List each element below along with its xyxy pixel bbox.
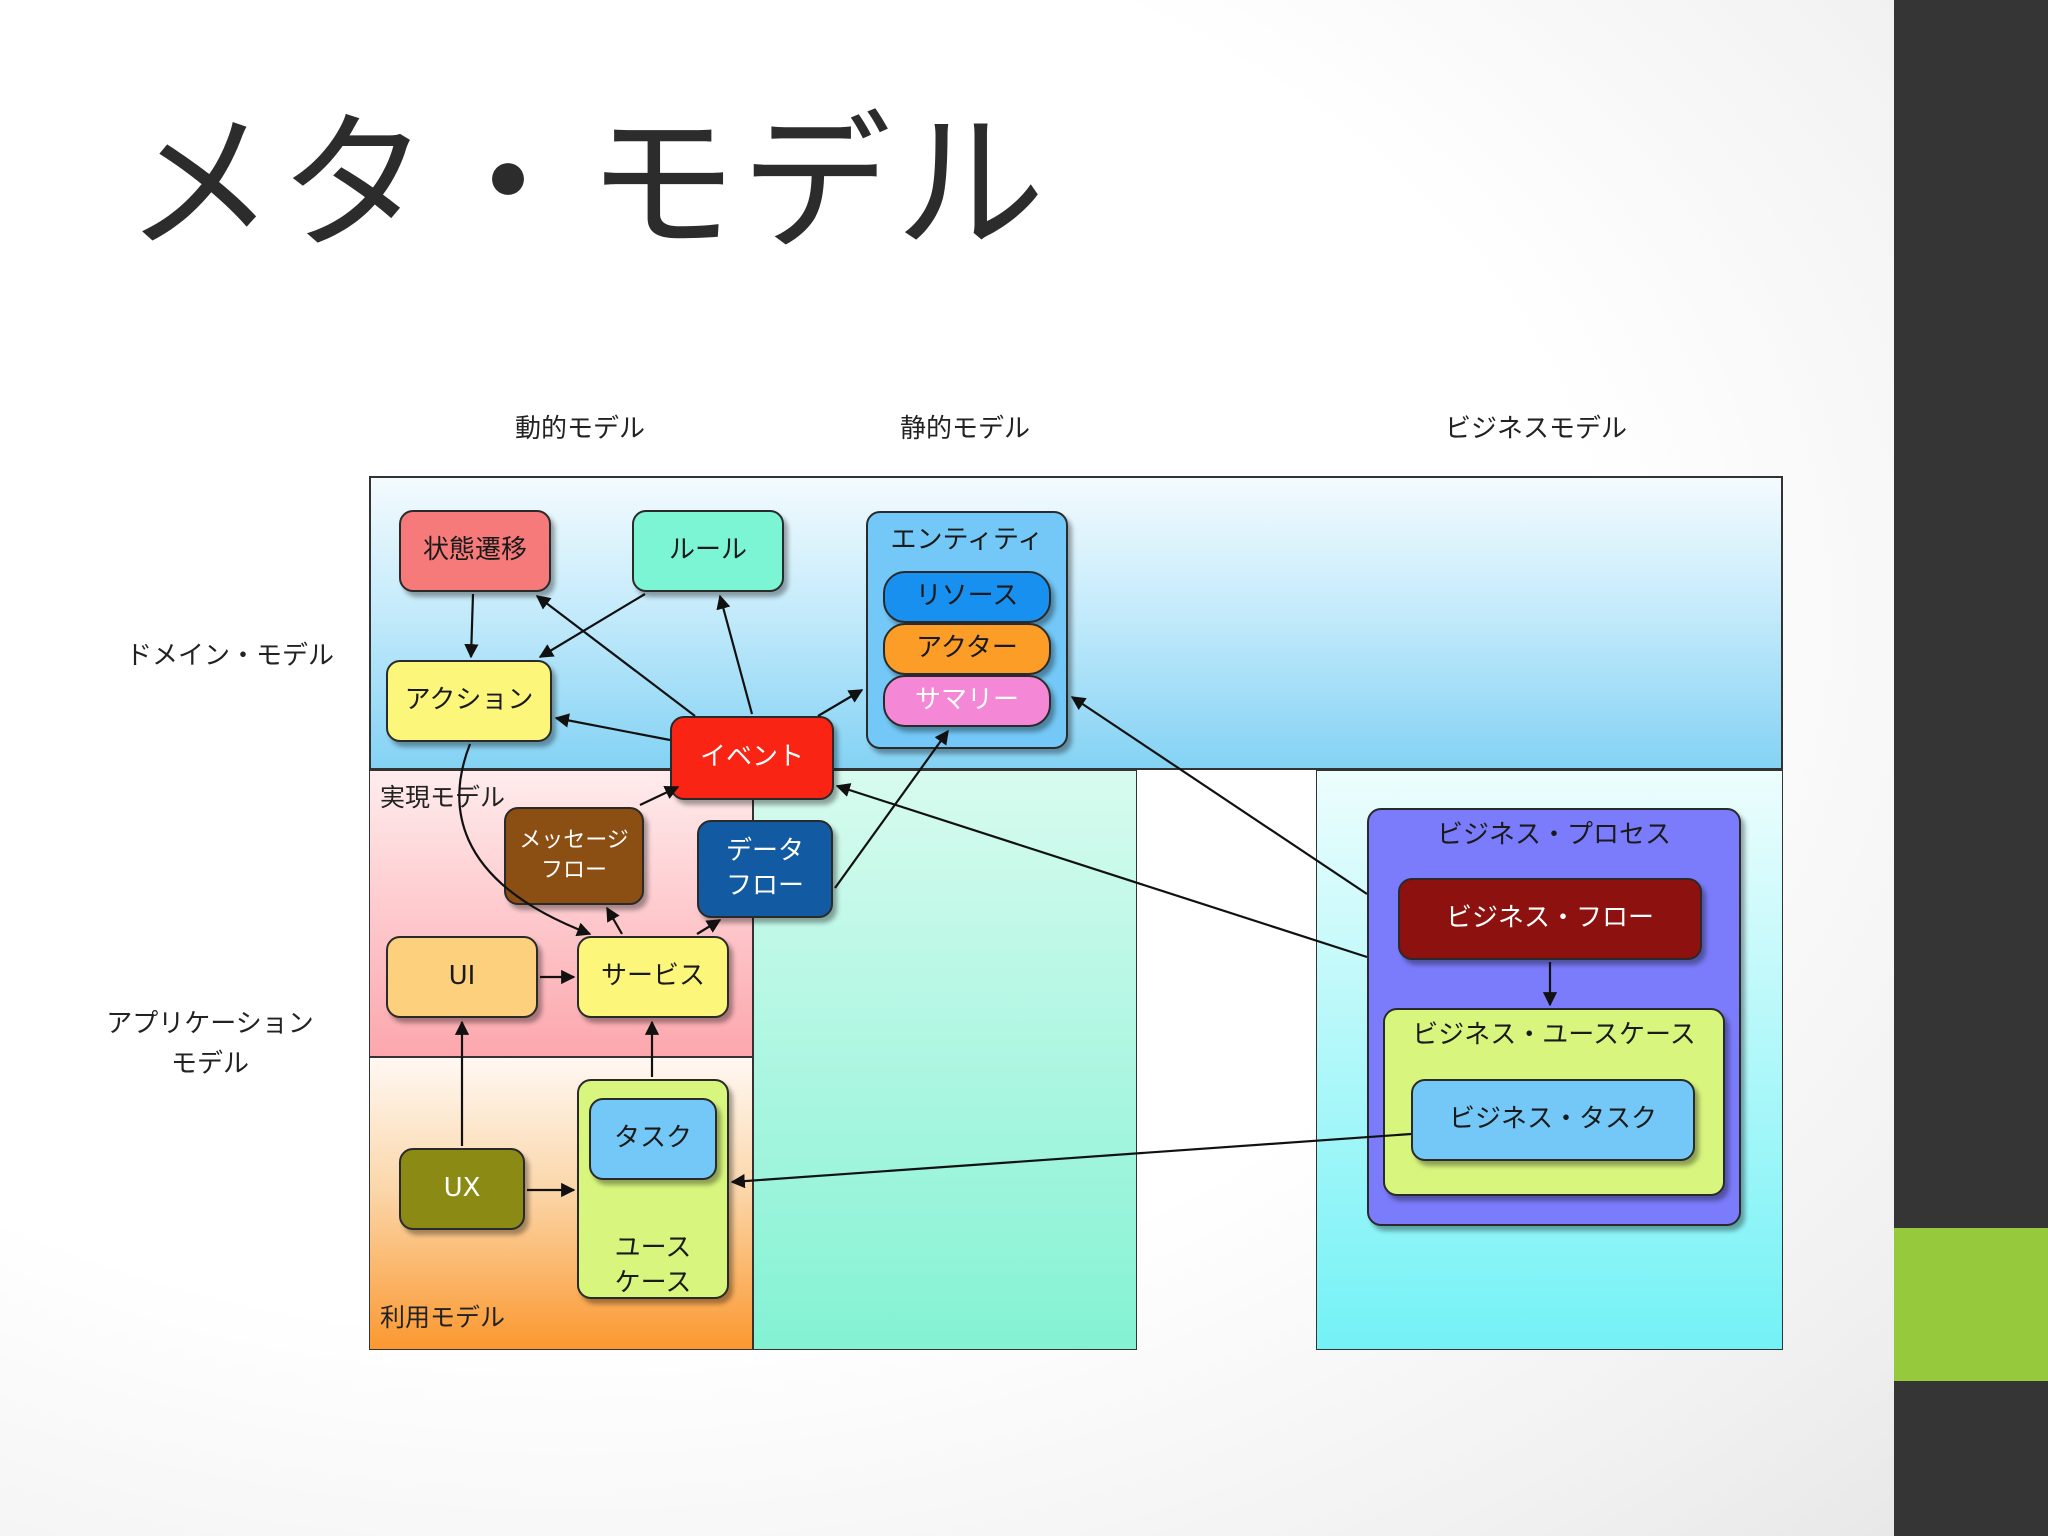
business-process-label: ビジネス・プロセス	[1436, 820, 1671, 850]
state-transition-node: 状態遷移	[399, 510, 551, 592]
domain-model-region	[369, 476, 1783, 770]
data-flow-node: データ フロー	[697, 820, 833, 918]
event-node: イベント	[670, 716, 834, 800]
message-flow-node: メッセージ フロー	[504, 807, 644, 905]
service-node: サービス	[577, 936, 729, 1018]
usage-model-label: 利用モデル	[380, 1303, 506, 1332]
service-label: サービス	[600, 961, 705, 992]
actor-node: アクター	[883, 623, 1051, 675]
rule-label: ルール	[668, 535, 747, 566]
business-flow-node: ビジネス・フロー	[1398, 878, 1702, 960]
column-header-static: 静的モデル	[900, 414, 1031, 444]
usecase-label: ユース ケース	[614, 1233, 692, 1299]
data-flow-label: データ フロー	[725, 835, 804, 901]
ui-node: UI	[386, 936, 538, 1018]
resource-label: リソース	[915, 581, 1019, 612]
implementation-model-label: 実現モデル	[380, 783, 506, 812]
action-label: アクション	[404, 685, 534, 716]
slide-title: メタ・モデル	[125, 98, 1050, 272]
event-label: イベント	[699, 742, 804, 773]
column-header-dynamic: 動的モデル	[515, 414, 646, 444]
summary-label: サマリー	[914, 685, 1019, 716]
business-task-label: ビジネス・タスク	[1448, 1104, 1657, 1135]
ux-node: UX	[399, 1148, 525, 1230]
message-flow-label: メッセージ フロー	[519, 828, 629, 883]
column-header-business: ビジネスモデル	[1445, 414, 1628, 444]
ui-label: UI	[448, 961, 476, 992]
business-flow-label: ビジネス・フロー	[1445, 903, 1654, 934]
actor-label: アクター	[916, 633, 1018, 664]
task-label: タスク	[613, 1123, 692, 1154]
state-transition-label: 状態遷移	[422, 535, 527, 566]
rule-node: ルール	[632, 510, 784, 592]
action-node: アクション	[386, 660, 552, 742]
row-label-application: アプリケーション モデル	[106, 1009, 314, 1079]
entity-label: エンティティ	[890, 525, 1044, 555]
sidebar-accent-bar	[1894, 1228, 2048, 1381]
row-label-domain: ドメイン・モデル	[125, 641, 334, 671]
task-node: タスク	[589, 1098, 717, 1180]
summary-node: サマリー	[883, 675, 1051, 727]
ux-label: UX	[443, 1173, 481, 1204]
business-usecase-label: ビジネス・ユースケース	[1412, 1020, 1696, 1050]
resource-node: リソース	[883, 571, 1051, 623]
business-task-node: ビジネス・タスク	[1411, 1079, 1695, 1161]
